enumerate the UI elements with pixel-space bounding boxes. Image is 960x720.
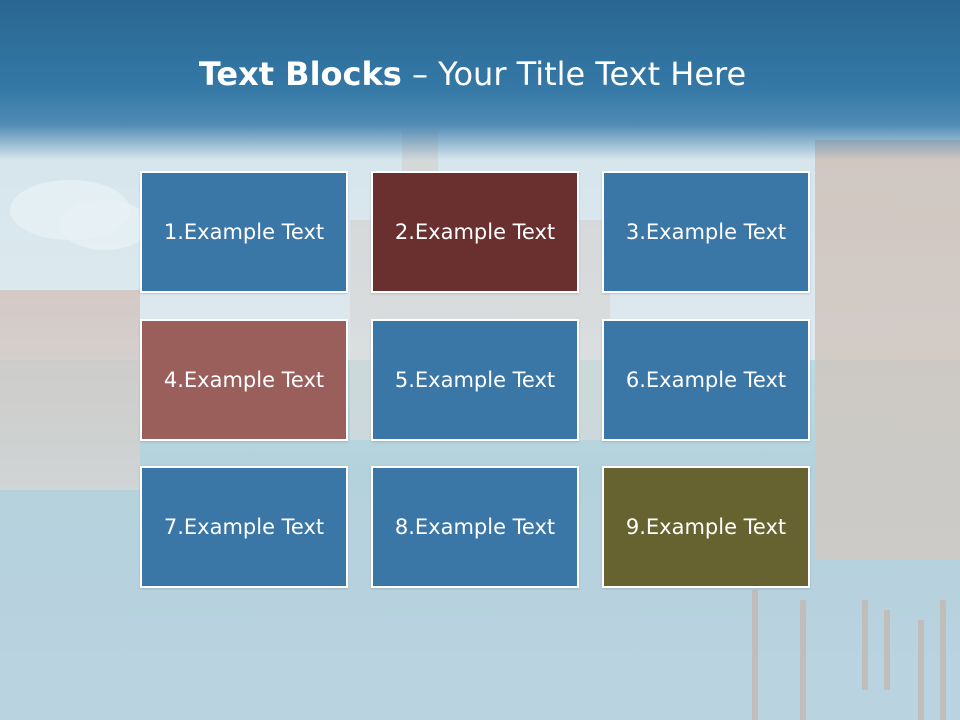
text-block-label: 7.Example Text [163, 515, 325, 539]
title-rest: Your Title Text Here [438, 55, 747, 93]
text-block-5[interactable]: 5.Example Text [371, 319, 579, 441]
text-block-3[interactable]: 3.Example Text [602, 171, 810, 293]
mooring-pole [940, 600, 946, 720]
mooring-pole [800, 600, 806, 720]
mooring-pole [752, 590, 758, 720]
mooring-pole [884, 610, 890, 690]
text-block-label: 9.Example Text [625, 515, 787, 539]
text-block-1[interactable]: 1.Example Text [140, 171, 348, 293]
text-block-2[interactable]: 2.Example Text [371, 171, 579, 293]
text-block-label: 5.Example Text [394, 368, 556, 392]
title-bold: Text Blocks [198, 55, 402, 93]
title-bar: Text Blocks – Your Title Text Here [0, 0, 960, 160]
title-dash: – [401, 55, 439, 93]
text-block-label: 4.Example Text [163, 368, 325, 392]
mooring-pole [918, 620, 924, 720]
text-block-label: 8.Example Text [394, 515, 556, 539]
text-block-7[interactable]: 7.Example Text [140, 466, 348, 588]
text-block-6[interactable]: 6.Example Text [602, 319, 810, 441]
text-block-label: 2.Example Text [394, 220, 556, 244]
text-block-label: 1.Example Text [163, 220, 325, 244]
slide-title: Text Blocks – Your Title Text Here [0, 52, 945, 96]
text-block-4[interactable]: 4.Example Text [140, 319, 348, 441]
text-block-label: 3.Example Text [625, 220, 787, 244]
building-right [815, 140, 960, 560]
mooring-pole [862, 600, 868, 690]
text-block-label: 6.Example Text [625, 368, 787, 392]
building-left [0, 290, 140, 490]
text-block-8[interactable]: 8.Example Text [371, 466, 579, 588]
text-block-9[interactable]: 9.Example Text [602, 466, 810, 588]
cloud [60, 200, 150, 250]
